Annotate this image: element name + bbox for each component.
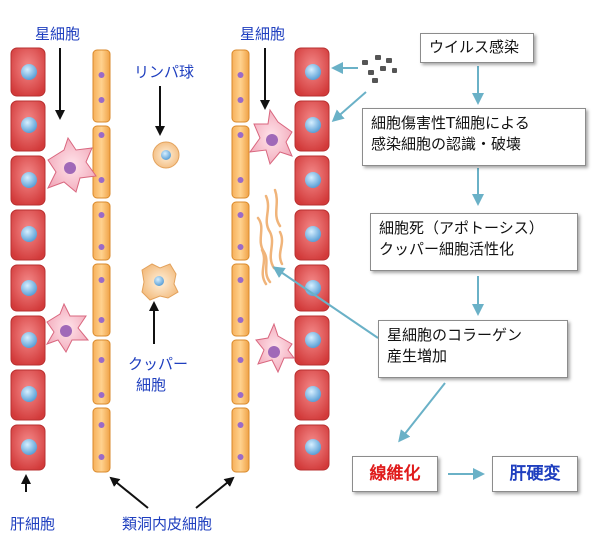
hepatocyte-cell (294, 264, 330, 312)
flow-arrow-4 (398, 382, 446, 443)
stellate-cell (248, 108, 293, 166)
virus-arrow-2 (331, 91, 367, 122)
flow-step-3-line2: クッパー細胞活性化 (379, 240, 515, 258)
flow-step-apoptosis: 細胞死（アポトーシス） クッパー細胞活性化 (370, 213, 578, 271)
flow-step-3-line1: 細胞死（アポトーシス） (379, 219, 544, 237)
hepatocyte-cell (294, 155, 330, 206)
hepatocyte-cell (294, 369, 330, 421)
hepatocyte-cell (10, 315, 46, 366)
hepatocyte-cell (294, 47, 330, 97)
flow-step-2-line1: 細胞傷害性T細胞による (371, 114, 530, 132)
kupffer-label-line1: クッパー (128, 355, 189, 373)
hepatocyte-column-right (294, 47, 330, 471)
sinusoid-label: 類洞内皮細胞 (122, 515, 213, 533)
flow-step-viral-infection: ウイルス感染 (420, 33, 534, 63)
hepatocyte-cell (10, 155, 46, 206)
flow-step-collagen: 星細胞のコラーゲン 産生増加 (378, 320, 568, 378)
stellate-cell (45, 302, 90, 353)
hepatocyte-cell (10, 100, 46, 152)
flow-step-4-line1: 星細胞のコラーゲン (387, 326, 523, 344)
hepatocyte-cell (10, 369, 46, 421)
hepatocyte-label: 肝細胞 (10, 515, 56, 533)
hepatocyte-cell (10, 424, 46, 471)
hepatocyte-column-left (10, 47, 46, 471)
fiber-pointer-arrow (272, 266, 379, 339)
flow-step-ctl-recognition: 細胞傷害性T細胞による 感染細胞の認識・破壊 (362, 108, 586, 166)
lymphocyte-cell (152, 141, 180, 169)
hepatocyte-cell (294, 424, 330, 471)
hepatocyte-cell (294, 100, 330, 152)
hepatocyte-cell (294, 209, 330, 261)
virus-particles (362, 55, 397, 83)
endothelial-column-left (92, 49, 111, 473)
kupffer-cell (141, 263, 179, 301)
collagen-fibers (256, 188, 284, 286)
hepatocyte-cell (294, 315, 330, 366)
hepatocyte-cell (10, 264, 46, 312)
stellate-right-label: 星細胞 (240, 25, 286, 43)
flow-step-2-line2: 感染細胞の認識・破壊 (371, 135, 522, 153)
flow-step-4-line2: 産生増加 (387, 347, 448, 365)
stellate-left-label: 星細胞 (35, 25, 81, 43)
result-fibrosis: 線維化 (352, 456, 438, 492)
sinusoid-arrow-right (195, 476, 235, 509)
hepatocyte-cell (10, 47, 46, 97)
endothelial-column-right (231, 49, 250, 473)
hepatocyte-cell (10, 209, 46, 261)
stellate-cell (46, 136, 97, 193)
result-cirrhosis: 肝硬変 (492, 456, 578, 492)
flow-step-1-text: ウイルス感染 (429, 38, 520, 56)
lymphocyte-label: リンパ球 (134, 63, 195, 81)
kupffer-label-line2: 細胞 (136, 376, 167, 394)
stellate-cell (255, 322, 295, 374)
sinusoid-arrow-left (109, 476, 149, 509)
